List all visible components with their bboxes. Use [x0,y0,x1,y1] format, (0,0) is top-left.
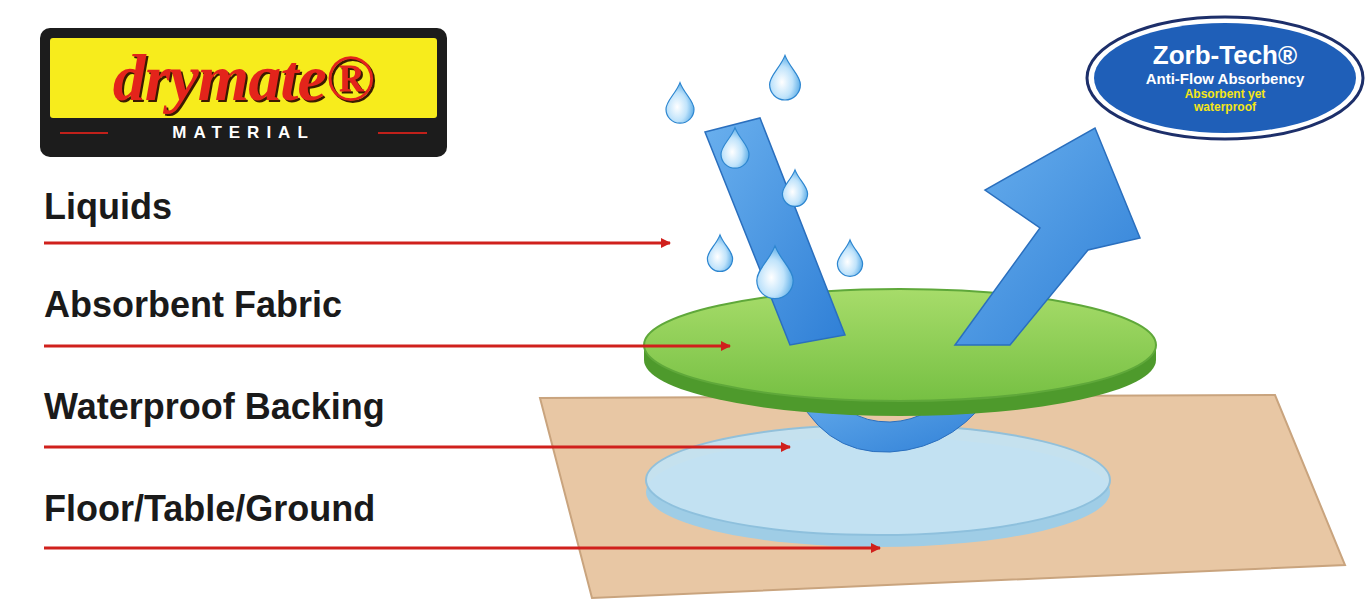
logo-box: drymate® MATERIAL [40,28,447,157]
badge-text: Zorb-Tech® Anti-Flow AbsorbencyAbsorbent … [1085,15,1365,141]
badge-title: Zorb-Tech® [1153,42,1297,69]
leader-line [44,446,790,449]
layer-label: Waterproof Backing [44,386,385,428]
leader-line [44,547,880,550]
logo-subtitle: MATERIAL [40,123,447,143]
leader-line [44,242,670,245]
liquid-drop [757,246,793,299]
flow-arrow-up [955,128,1140,345]
liquid-drops [666,55,863,298]
liquid-drop [782,170,807,207]
liquid-drop [666,83,694,124]
liquid-drop [837,240,862,277]
logo-wordmark: drymate® [113,40,374,116]
liquid-drop [770,55,801,100]
badge-tagline: Absorbent yet waterproof [1165,88,1285,113]
badge-oval: Zorb-Tech® Anti-Flow AbsorbencyAbsorbent … [1085,15,1365,141]
logo-panel: drymate® [50,38,437,118]
badge-subtitle: Anti-Flow Absorbency [1146,71,1305,87]
layer-label: Liquids [44,186,172,228]
flow-arrow-down [705,118,845,345]
layer-label: Floor/Table/Ground [44,488,375,530]
layer-label: Absorbent Fabric [44,284,342,326]
leader-line [44,345,730,348]
liquid-drop [721,128,749,169]
liquid-drop [707,235,732,272]
